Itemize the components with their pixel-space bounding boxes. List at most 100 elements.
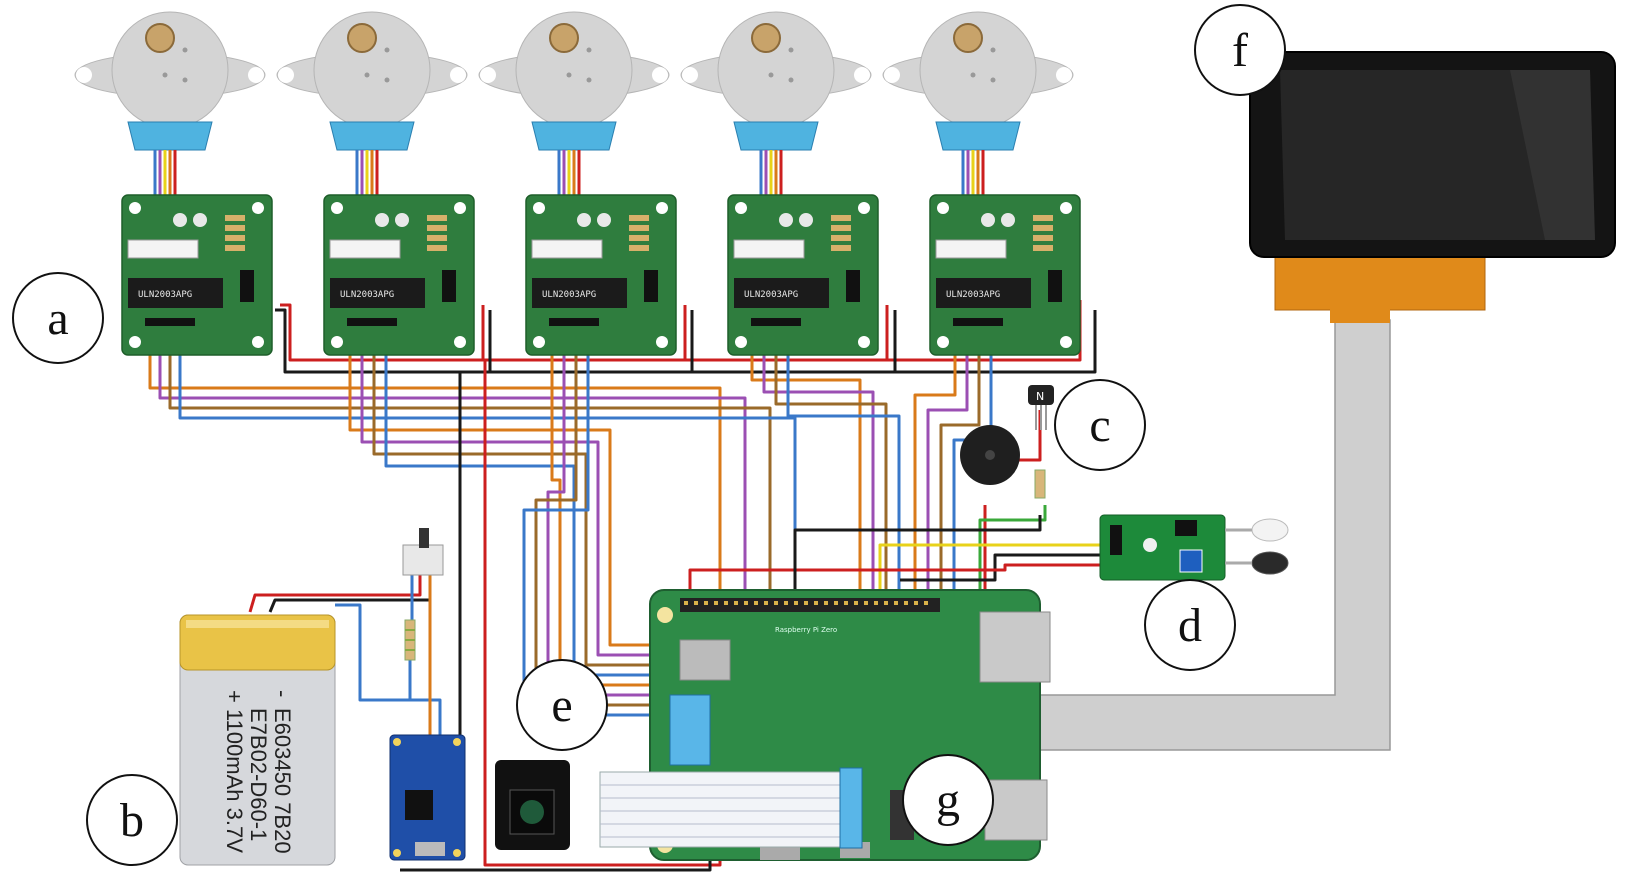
callout-e-text: e	[551, 679, 572, 732]
display-flex-pcb	[1274, 254, 1486, 311]
callout-c: c	[1054, 379, 1146, 471]
driver-2-led-2	[395, 213, 409, 227]
driver-4-motor-socket	[733, 239, 805, 259]
motor-3-shaft	[549, 23, 579, 53]
driver-3-jumper	[644, 270, 658, 302]
transistor-ground-black-wire	[800, 515, 1042, 532]
battery-label-line3: + 1100mAh 3.7V	[222, 690, 247, 853]
driver-5-hole-1	[937, 202, 949, 214]
camera-lens	[520, 800, 544, 824]
driver-1-ic-label: ULN2003APG	[138, 290, 192, 300]
battery-negative-black-wire	[268, 598, 430, 613]
board-label: Raspberry Pi Zero	[775, 626, 837, 634]
ir-comparator-chip	[1175, 520, 1197, 536]
transistor-resistor	[1034, 469, 1046, 499]
motor-1-screw-2	[162, 72, 168, 78]
battery-label-group: - E603450 7B20 E7B02-D60-1 + 1100mAh 3.7…	[222, 690, 295, 854]
ir-receiver-led	[1251, 551, 1289, 575]
slide-switch-icon	[402, 544, 444, 576]
driver4-in4-wire	[786, 320, 901, 610]
battery-label-line2: E7B02-D60-1	[246, 708, 271, 841]
driver-5-led-2	[1001, 213, 1015, 227]
motor-4-screw-2	[768, 72, 774, 78]
callout-f: f	[1194, 4, 1286, 96]
motor-1-mount-hole-left	[76, 67, 92, 83]
stepper-unit-4: ULN2003APG	[680, 11, 879, 356]
callout-e: e	[516, 659, 608, 751]
driver-3-resistor-1	[629, 215, 649, 221]
driver-5-resistor-3	[1033, 235, 1053, 241]
driver5-in2-wire	[926, 320, 969, 610]
driver4-in1-wire	[750, 320, 862, 610]
motor-3-mount-hole-left	[480, 67, 496, 83]
motor-1-connector	[127, 121, 213, 151]
display-connector	[669, 694, 711, 766]
ground-bus-black-wire	[275, 308, 1097, 374]
driver-5-ic-label: ULN2003APG	[946, 290, 1000, 300]
charger-pad-2	[453, 738, 461, 746]
driver-2-hole-4	[454, 336, 466, 348]
buzzer-hole	[985, 450, 995, 460]
driver-3-hole-1	[533, 202, 545, 214]
motor-3-screw-1	[586, 47, 592, 53]
ir-potentiometer	[1179, 549, 1203, 573]
driver-3-led-1	[577, 213, 591, 227]
driver-3-led-2	[597, 213, 611, 227]
driver-1-ic	[128, 278, 223, 308]
motor-5-mount-hole-right	[1056, 67, 1072, 83]
stepper-unit-2: ULN2003APG	[276, 11, 475, 356]
motor-4-screw-3	[788, 77, 794, 83]
ir-mount-hole	[1143, 538, 1157, 552]
battery-cap-highlight	[186, 620, 329, 628]
driver-2-ic-label: ULN2003APG	[340, 290, 394, 300]
ir-sensor-module	[1099, 514, 1289, 581]
motor-1-shaft	[145, 23, 175, 53]
callout-f-text: f	[1232, 24, 1248, 77]
display-flex-tail	[1330, 305, 1390, 323]
callout-g-text: g	[936, 774, 960, 827]
motor-2-screw-3	[384, 77, 390, 83]
driver-4-resistor-2	[831, 225, 851, 231]
driver-4-hole-4	[858, 336, 870, 348]
driver-1-resistor-1	[225, 215, 245, 221]
driver4-in2-wire	[762, 320, 875, 610]
board-ground-black-wire	[793, 528, 800, 612]
motor-4-shaft	[751, 23, 781, 53]
motor-4-screw-1	[788, 47, 794, 53]
motor-2-mount-hole-right	[450, 67, 466, 83]
charger-chip	[405, 790, 433, 820]
charger-pad-4	[453, 849, 461, 857]
motor-3-screw-2	[566, 72, 572, 78]
gpio-pins	[684, 601, 928, 605]
driver-2-resistor-2	[427, 225, 447, 231]
driver-2-hole-2	[454, 202, 466, 214]
motor-2-screw-1	[384, 47, 390, 53]
transistor-signal-wire	[978, 505, 1047, 612]
callout-c-text: c	[1089, 399, 1110, 452]
driver1-in1-wire	[148, 320, 730, 632]
camera-ribbon-connector	[839, 767, 863, 849]
driver-4-led-2	[799, 213, 813, 227]
driver-5-resistor-1	[1033, 215, 1053, 221]
motor-4-connector	[733, 121, 819, 151]
driver-2-input-header	[347, 318, 397, 326]
camera-module	[495, 760, 863, 850]
driver-5-hole-4	[1060, 336, 1072, 348]
ir-power-red-wire	[688, 563, 1100, 615]
gpio-header	[680, 598, 940, 612]
motor-3-connector	[531, 121, 617, 151]
driver-3-resistor-4	[629, 245, 649, 251]
driver5-in1-wire	[913, 320, 957, 610]
callout-b: b	[86, 774, 178, 866]
driver-1-hole-3	[129, 336, 141, 348]
driver-5-jumper	[1048, 270, 1062, 302]
driver1-in4-wire	[178, 320, 797, 632]
buzzer-circuit: N	[960, 385, 1054, 499]
callout-a-text: a	[47, 292, 68, 345]
charger-ground-black-wire	[455, 372, 462, 742]
motor-2-connector	[329, 121, 415, 151]
camera-ribbon-lines	[600, 784, 850, 838]
motor-1-screw-1	[182, 47, 188, 53]
callout-d: d	[1144, 579, 1236, 671]
